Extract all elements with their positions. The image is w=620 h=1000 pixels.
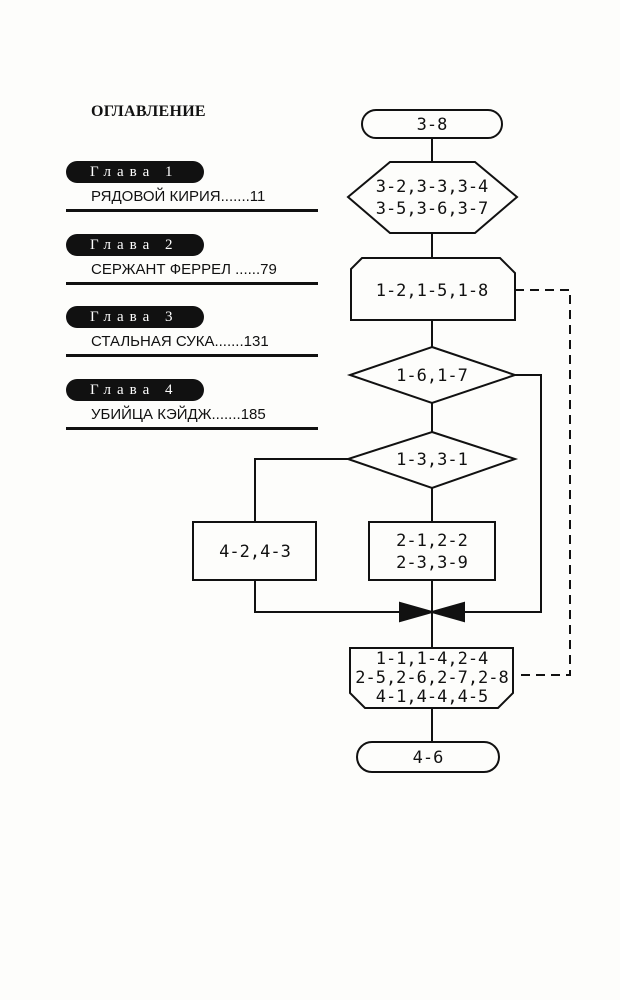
connector <box>254 580 400 613</box>
decision-diamond-2 <box>344 430 519 490</box>
loop-start-label: 1-2,1-5,1-8 <box>376 281 489 301</box>
prep-label-line-2: 3-5,3-6,3-7 <box>376 199 489 219</box>
page-number: 11 <box>249 188 266 205</box>
start-terminator <box>361 109 503 139</box>
loop-end-label-line-1: 1-1,1-4,2-4 <box>376 649 489 669</box>
toc-chapter-1[interactable]: Глава 1 РЯДОВОЙ КИРИЯ.......11 <box>66 161 318 212</box>
toc-chapter-3[interactable]: Глава 3 СТАЛЬНАЯ СУКА.......131 <box>66 306 318 357</box>
process-box-right <box>368 521 496 581</box>
process-box-left <box>192 521 317 581</box>
loop-start-shape <box>350 257 516 321</box>
loop-return-dashed-line <box>515 289 571 676</box>
toc-chapter-4[interactable]: Глава 4 УБИЙЦА КЭЙДЖ.......185 <box>66 379 318 430</box>
page-number: 131 <box>243 333 269 350</box>
chapter-label: Глава 2 <box>66 234 204 256</box>
decision-diamond-1 <box>346 345 519 405</box>
end-label: 4-6 <box>413 748 444 768</box>
start-label: 3-8 <box>417 115 448 135</box>
connector <box>460 374 542 613</box>
chapter-entry[interactable]: СЕРЖАНТ ФЕРРЕЛ ......79 <box>66 259 318 285</box>
end-terminator <box>356 741 500 773</box>
toc-title: ОГЛАВЛЕНИЕ <box>91 103 206 120</box>
chapter-label: Глава 3 <box>66 306 204 328</box>
page-number: 79 <box>260 261 277 278</box>
chapter-label: Глава 1 <box>66 161 204 183</box>
merge-arrow-right-icon <box>428 601 465 623</box>
chapter-title: РЯДОВОЙ КИРИЯ <box>91 188 221 205</box>
right-process-label-line-1: 2-1,2-2 <box>396 531 468 551</box>
dot-leader: ....... <box>211 406 241 423</box>
chapter-title: УБИЙЦА КЭЙДЖ <box>91 406 212 423</box>
chapter-entry[interactable]: РЯДОВОЙ КИРИЯ.......11 <box>66 186 318 212</box>
preparation-hexagon <box>346 161 519 234</box>
connector <box>254 458 348 522</box>
right-process-label-line-2: 2-3,3-9 <box>396 553 468 573</box>
chapter-label: Глава 4 <box>66 379 204 401</box>
chapter-title: СЕРЖАНТ ФЕРРЕЛ <box>91 261 231 278</box>
loop-end-shape <box>349 647 514 709</box>
dot-leader: ...... <box>230 261 261 278</box>
page-number: 185 <box>240 406 266 423</box>
chapter-entry[interactable]: УБИЙЦА КЭЙДЖ.......185 <box>66 404 318 430</box>
chapter-title: СТАЛЬНАЯ СУКА <box>91 333 215 350</box>
prep-label-line-1: 3-2,3-3,3-4 <box>376 177 489 197</box>
dot-leader: ....... <box>214 333 244 350</box>
dot-leader: ....... <box>220 188 250 205</box>
chapter-entry[interactable]: СТАЛЬНАЯ СУКА.......131 <box>66 331 318 357</box>
merge-arrow-left-icon <box>399 601 436 623</box>
loop-end-label-line-3: 4-1,4-4,4-5 <box>376 687 489 707</box>
decision-2-label: 1-3,3-1 <box>396 450 468 470</box>
decision-1-label: 1-6,1-7 <box>396 366 468 386</box>
left-process-label: 4-2,4-3 <box>219 542 291 562</box>
toc-chapter-2[interactable]: Глава 2 СЕРЖАНТ ФЕРРЕЛ ......79 <box>66 234 318 285</box>
loop-end-label-line-2: 2-5,2-6,2-7,2-8 <box>355 668 509 688</box>
